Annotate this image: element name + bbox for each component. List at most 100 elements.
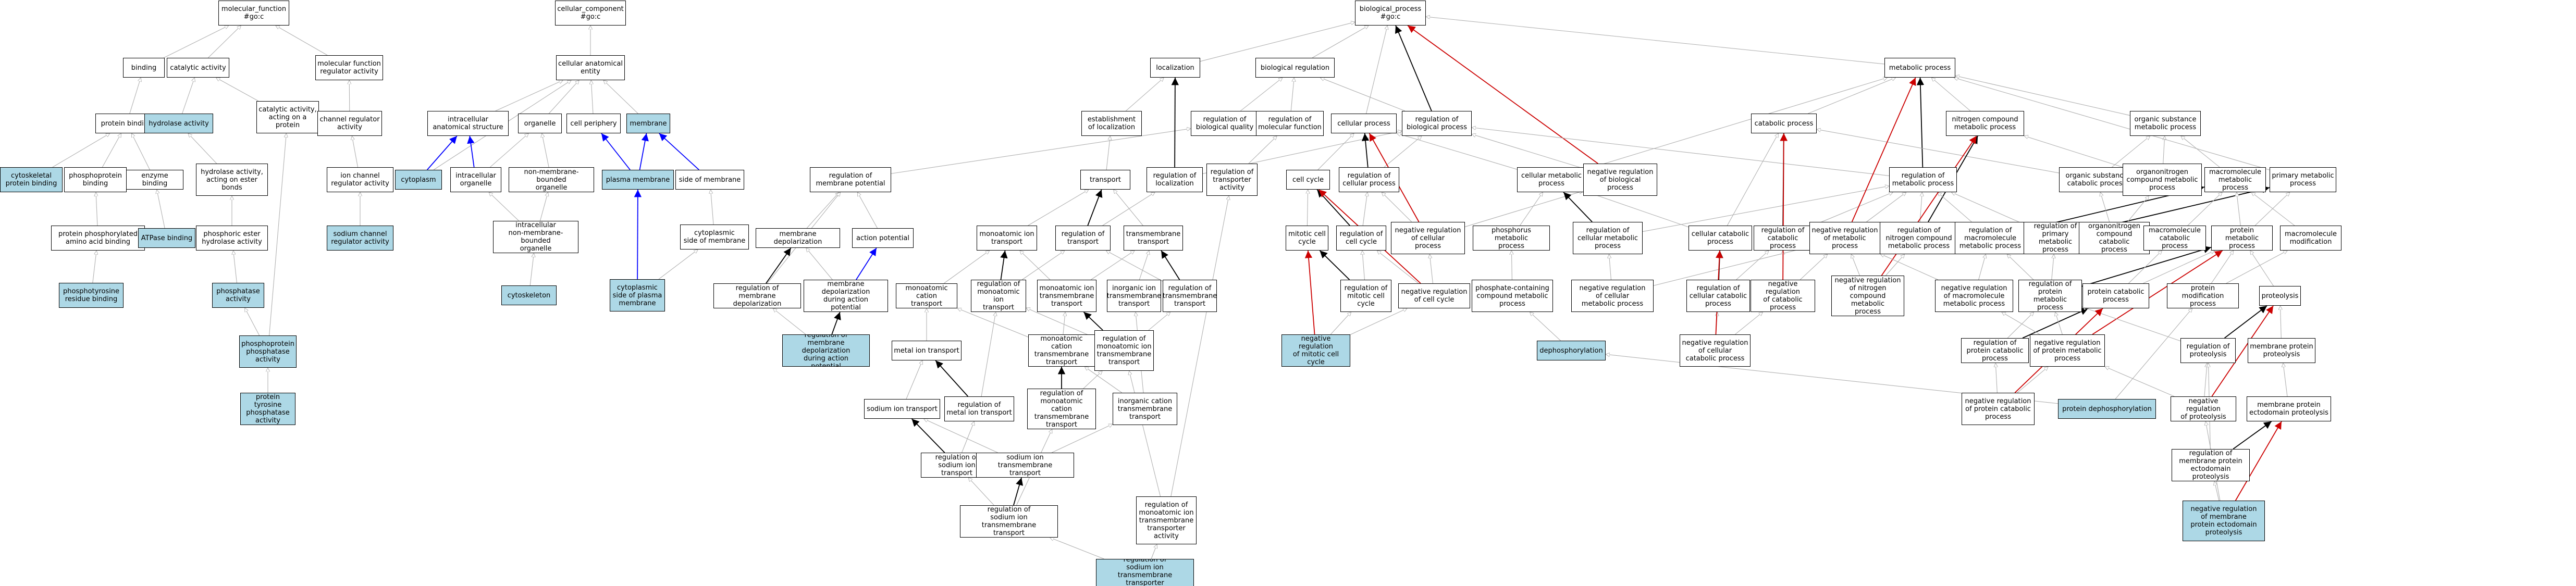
go-term-node[interactable]: phosphoprotein phosphatase activity (239, 335, 297, 368)
go-term-node[interactable]: membrane depolarization (756, 228, 840, 248)
go-term-node[interactable]: regulation of membrane protein ectodomai… (2172, 449, 2250, 481)
go-term-node[interactable]: regulation of mitotic cell cycle (1340, 280, 1391, 312)
go-term-node[interactable]: organelle (518, 114, 562, 133)
go-term-node[interactable]: macromolecule catabolic process (2143, 226, 2206, 251)
go-term-node[interactable]: phosphatase activity (212, 283, 264, 308)
go-term-node[interactable]: regulation of sodium ion transmembrane t… (960, 505, 1058, 538)
go-term-node[interactable]: regulation of cellular process (1339, 167, 1399, 192)
go-term-node[interactable]: transmembrane transport (1124, 226, 1183, 251)
go-term-node[interactable]: transport (1080, 170, 1130, 190)
go-term-node[interactable]: ATPase binding (138, 228, 195, 248)
go-term-node[interactable]: phosphotyrosine residue binding (59, 283, 124, 308)
go-term-node[interactable]: protein dephosphorylation (2058, 399, 2156, 419)
go-term-node[interactable]: establishment of localization (1081, 111, 1142, 136)
go-term-node[interactable]: catabolic process (1751, 114, 1817, 133)
go-term-node[interactable]: negative regulation of metabolic process (1809, 222, 1880, 254)
go-term-node[interactable]: regulation of metabolic process (1889, 167, 1957, 192)
go-term-node[interactable]: macromolecule metabolic process (2204, 167, 2266, 192)
go-term-node[interactable]: catalytic activity, acting on a protein (256, 101, 319, 133)
go-term-node[interactable]: negative regulation of catabolic process (1751, 280, 1815, 312)
go-term-node[interactable]: regulation of transporter activity (1206, 164, 1258, 196)
go-term-node[interactable]: cell periphery (566, 114, 621, 133)
go-term-node[interactable]: negative regulation of protein catabolic… (1962, 393, 2035, 425)
go-term-node[interactable]: cellular_component #go:c (555, 1, 626, 26)
go-term-node[interactable]: negative regulation of cellular process (1391, 222, 1465, 254)
go-term-node[interactable]: regulation of cellular catabolic process (1686, 280, 1750, 312)
go-term-node[interactable]: primary metabolic process (2270, 167, 2336, 192)
go-term-node[interactable]: regulation of membrane depolarization (713, 283, 801, 308)
go-term-node[interactable]: sodium channel regulator activity (327, 226, 393, 251)
go-term-node[interactable]: regulation of cellular metabolic process (1573, 222, 1643, 254)
go-term-node[interactable]: negative regulation of mitotic cell cycl… (1281, 334, 1350, 367)
go-term-node[interactable]: non-membrane-bounded organelle (509, 167, 594, 192)
go-term-node[interactable]: sodium ion transmembrane transport (976, 453, 1074, 478)
go-term-node[interactable]: organic substance catabolic process (2059, 167, 2134, 192)
go-term-node[interactable]: cellular anatomical entity (556, 55, 625, 80)
go-term-node[interactable]: inorganic ion transmembrane transport (1107, 280, 1161, 312)
go-term-node[interactable]: mitotic cell cycle (1286, 226, 1328, 251)
go-term-node[interactable]: intracellular non-membrane-bounded organ… (493, 221, 578, 253)
go-term-node[interactable]: monoatomic ion transmembrane transport (1037, 280, 1096, 312)
go-term-node[interactable]: regulation of catabolic process (1754, 226, 1812, 251)
go-term-node[interactable]: membrane protein proteolysis (2248, 338, 2315, 363)
go-term-node[interactable]: negative regulation of nitrogen compound… (1831, 276, 1904, 316)
go-term-node[interactable]: organic substance metabolic process (2130, 111, 2201, 136)
go-term-node[interactable]: regulation of primary metabolic process (2024, 222, 2087, 254)
go-term-node[interactable]: metabolic process (1884, 58, 1955, 78)
go-term-node[interactable]: localization (1150, 58, 1200, 78)
go-term-node[interactable]: cytoskeletal protein binding (0, 167, 63, 192)
go-term-node[interactable]: biological_process #go:c (1355, 1, 1426, 26)
go-term-node[interactable]: negative regulation of membrane protein … (2183, 501, 2265, 541)
go-term-node[interactable]: regulation of monoatomic ion transmembra… (1136, 496, 1197, 544)
go-term-node[interactable]: cytoplasm (395, 170, 442, 190)
go-term-node[interactable]: cellular catabolic process (1688, 226, 1752, 251)
go-term-node[interactable]: sodium ion transport (864, 399, 940, 419)
go-term-node[interactable]: cytoplasmic side of membrane (680, 225, 749, 250)
go-term-node[interactable]: ion channel regulator activity (327, 167, 393, 192)
go-term-node[interactable]: regulation of macromolecule metabolic pr… (1955, 222, 2026, 254)
go-term-node[interactable]: phosphoric ester hydrolase activity (196, 226, 268, 251)
go-term-node[interactable]: protein phosphorylated amino acid bindin… (51, 226, 145, 251)
go-term-node[interactable]: regulation of transport (1055, 226, 1111, 251)
go-term-node[interactable]: inorganic cation transmembrane transport (1113, 393, 1177, 425)
go-term-node[interactable]: regulation of biological quality (1191, 111, 1259, 136)
go-term-node[interactable]: regulation of proteolysis (2180, 338, 2236, 363)
go-term-node[interactable]: negative regulation of cell cycle (1398, 283, 1470, 308)
go-term-node[interactable]: protein modification process (2167, 283, 2239, 308)
go-term-node[interactable]: regulation of monoatomic ion transport (971, 280, 1026, 312)
go-term-node[interactable]: monoatomic cation transport (896, 283, 957, 308)
go-term-node[interactable]: membrane (626, 114, 670, 133)
go-term-node[interactable]: membrane depolarization during action po… (804, 280, 888, 312)
go-term-node[interactable]: action potential (852, 228, 914, 248)
go-term-node[interactable]: phosphate-containing compound metabolic … (1472, 280, 1553, 312)
go-term-node[interactable]: regulation of transmembrane transport (1163, 280, 1217, 312)
go-term-node[interactable]: molecular function regulator activity (315, 55, 383, 80)
go-term-node[interactable]: phosphorus metabolic process (1473, 226, 1550, 251)
go-term-node[interactable]: negative regulation of biological proces… (1583, 164, 1657, 196)
go-term-node[interactable]: intracellular organelle (450, 167, 501, 192)
go-term-node[interactable]: membrane protein ectodomain proteolysis (2247, 396, 2331, 421)
go-term-node[interactable]: binding (123, 58, 165, 78)
go-term-node[interactable]: intracellular anatomical structure (427, 111, 509, 136)
go-term-node[interactable]: hydrolase activity (144, 114, 213, 133)
go-term-node[interactable]: phosphoprotein binding (64, 167, 127, 192)
go-term-node[interactable]: regulation of protein metabolic process (2018, 280, 2082, 312)
go-term-node[interactable]: regulation of cell cycle (1336, 226, 1386, 251)
go-term-node[interactable]: regulation of molecular function (1256, 111, 1324, 136)
go-term-node[interactable]: regulation of metal ion transport (944, 396, 1014, 421)
go-term-node[interactable]: enzyme binding (126, 170, 183, 190)
go-term-node[interactable]: plasma membrane (602, 170, 674, 190)
go-term-node[interactable]: regulation of protein catabolic process (1961, 338, 2029, 363)
go-term-node[interactable]: regulation of sodium ion transmembrane t… (1096, 559, 1194, 586)
go-term-node[interactable]: side of membrane (675, 170, 744, 190)
go-term-node[interactable]: protein metabolic process (2211, 226, 2273, 251)
go-term-node[interactable]: biological regulation (1255, 58, 1335, 78)
go-term-node[interactable]: monoatomic cation transmembrane transpor… (1028, 334, 1095, 367)
go-term-node[interactable]: protein tyrosine phosphatase activity (240, 393, 295, 425)
go-term-node[interactable]: dephosphorylation (1537, 341, 1606, 360)
go-term-node[interactable]: negative regulation of macromolecule met… (1935, 280, 2013, 312)
go-term-node[interactable]: negative regulation of proteolysis (2171, 396, 2236, 421)
go-term-node[interactable]: regulation of localization (1147, 167, 1203, 192)
go-term-node[interactable]: monoatomic ion transport (977, 226, 1037, 251)
go-term-node[interactable]: regulation of monoatomic ion transmembra… (1094, 330, 1154, 371)
